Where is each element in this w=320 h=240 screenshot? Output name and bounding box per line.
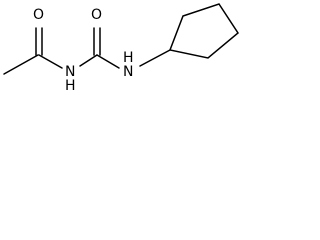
hydrogen-label-2: H — [123, 50, 134, 66]
chemical-structure: O O N H N H — [3, 3, 239, 92]
hydrogen-label-1: H — [65, 78, 76, 92]
bond-urea-n2 — [96, 54, 120, 69]
oxygen-label-2: O — [91, 7, 102, 23]
cyclopentane-ring — [168, 3, 239, 59]
bond-methyl — [3, 54, 39, 75]
oxygen-label-1: O — [33, 7, 44, 23]
bond-n-urea — [79, 54, 98, 67]
bond-n2-ring — [139, 49, 171, 67]
nitrogen-label-1: N — [65, 64, 75, 80]
bond-acetyl-n — [38, 54, 63, 69]
nitrogen-label-2: N — [123, 64, 133, 80]
